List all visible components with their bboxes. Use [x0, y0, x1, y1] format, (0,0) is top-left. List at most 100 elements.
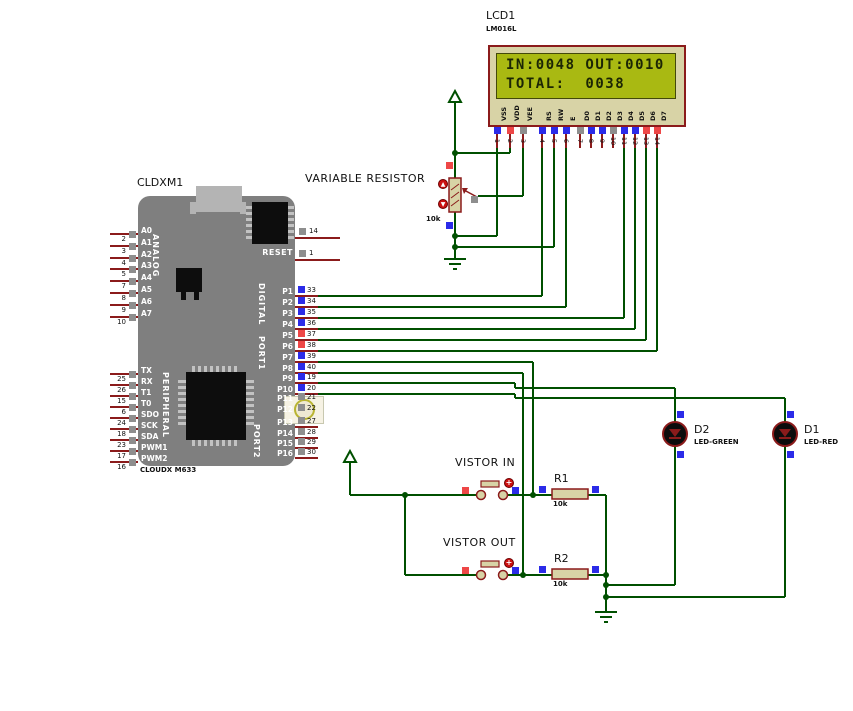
- lcd-pin-label: RS: [545, 111, 553, 121]
- mcu-pin-state: [298, 438, 305, 445]
- pot-increase-button[interactable]: ▲: [438, 179, 448, 189]
- led-green-ref: D2: [694, 423, 710, 436]
- button-out-left-state: [462, 567, 469, 574]
- lcd-pin-VSS-state: [494, 127, 501, 134]
- lcd-pin-D2-state: [599, 127, 606, 134]
- lcd-pin-E-state: [563, 127, 570, 134]
- mcu-pin-label-P15: P15: [277, 439, 293, 448]
- usb-connector: [196, 186, 242, 212]
- r2-left-state: [539, 566, 546, 573]
- button-in-label: VISTOR IN: [455, 456, 516, 469]
- mcu-pin-number: 38: [307, 341, 316, 349]
- button-out-actuator[interactable]: +: [504, 558, 514, 568]
- mcu-pin-state: [298, 341, 305, 348]
- push-button-terminal[interactable]: [497, 569, 509, 581]
- mcu-pin-label-A0: A0: [141, 226, 153, 235]
- lcd-pin-D4-state: [621, 127, 628, 134]
- mcu-pin-number: 6: [121, 408, 126, 416]
- mcu-pin-number: 18: [117, 430, 126, 438]
- mcu-board-name: CLOUDX M633: [140, 466, 197, 474]
- potentiometer-element: [450, 199, 460, 207]
- mcu-pin-state: [298, 384, 305, 391]
- junction-dot: [452, 150, 458, 156]
- junction-dot: [402, 492, 408, 498]
- mcu-pin-number: 24: [117, 419, 126, 427]
- mcu-pin-label-P10: P10: [277, 385, 293, 394]
- regulator-leg: [181, 292, 186, 300]
- junction-dot: [452, 233, 458, 239]
- mcu-pin-state: [298, 330, 305, 337]
- mcu-pin-label-SCK: SCK: [141, 421, 158, 430]
- regulator-chip: [176, 268, 202, 292]
- mcu-pin-state: [129, 382, 136, 389]
- mcu-pin-number: 27: [307, 417, 316, 425]
- junction-dot: [452, 244, 458, 250]
- mcu-pin-label-P3: P3: [282, 309, 293, 318]
- push-button-cap: [480, 480, 500, 488]
- mcu-ref-label: CLDXM1: [137, 176, 184, 189]
- mcu-pin-number: 37: [307, 330, 316, 338]
- lcd-pin-RS-state: [539, 127, 546, 134]
- button-in-left-state: [462, 487, 469, 494]
- mcu-pin-state: [299, 228, 306, 235]
- pot-decrease-button[interactable]: ▼: [438, 199, 448, 209]
- lcd-pin-number: 3: [519, 138, 527, 144]
- junction-dot: [530, 492, 536, 498]
- mcu-pin-label-P1: P1: [282, 287, 293, 296]
- mcu-pin-label-SDO: SDO: [141, 410, 160, 419]
- lcd-pin-D1-state: [588, 127, 595, 134]
- lcd-pin-label: D4: [627, 111, 635, 121]
- button-in-actuator[interactable]: +: [504, 478, 514, 488]
- power-terminal-icon: [342, 448, 358, 463]
- lcd-pin-label: D7: [660, 111, 668, 121]
- mcu-pin-number: 9: [121, 306, 126, 314]
- lcd-pin-number: 1: [493, 138, 501, 144]
- lcd-screen-line2: TOTAL: 0038: [506, 76, 626, 92]
- mcu-pin-number: 39: [307, 352, 316, 360]
- push-button-terminal[interactable]: [475, 489, 487, 501]
- mcu-pin-label-T1: T1: [141, 388, 152, 397]
- mcu-pin-number: 10: [117, 318, 126, 326]
- lcd-pin-D7-state: [654, 127, 661, 134]
- mcu-pin-number: 2: [121, 235, 126, 243]
- section-title-peripheral: PERIPHERAL: [161, 372, 170, 438]
- pot-wiper-state: [471, 196, 478, 203]
- mcu-pin-label-A3: A3: [141, 261, 153, 270]
- resistor-r1-value: 10k: [553, 500, 568, 508]
- serial-chip: [252, 202, 288, 244]
- mcu-pin-state: [129, 255, 136, 262]
- junction-dot: [603, 594, 609, 600]
- mcu-pin-number: 28: [307, 428, 316, 436]
- mcu-pin-number: 25: [117, 375, 126, 383]
- mcu-pin-number: 34: [307, 297, 316, 305]
- lcd-pin-number: 5: [550, 138, 558, 144]
- mcu-pin-state: [298, 417, 305, 424]
- mcu-pin-label-A4: A4: [141, 273, 153, 282]
- lcd-screen: IN:0048 OUT:0010 TOTAL: 0038: [496, 53, 676, 99]
- mcu-pin-label-P2: P2: [282, 298, 293, 307]
- mcu-pin-number: 3: [121, 247, 126, 255]
- push-button-terminal[interactable]: [475, 569, 487, 581]
- mcu-pin-label-PWM1: PWM1: [141, 443, 168, 452]
- qfp-leads: [192, 366, 240, 374]
- r1-right-state: [592, 486, 599, 493]
- mcu-pin-number: 33: [307, 286, 316, 294]
- mcu-pin-number: 30: [307, 448, 316, 456]
- mcu-pin-state: [129, 448, 136, 455]
- mcu-pin-state: [298, 373, 305, 380]
- mcu-pin-number: 29: [307, 438, 316, 446]
- mcu-pin-number: 23: [117, 441, 126, 449]
- r2-right-state: [592, 566, 599, 573]
- push-button-terminal[interactable]: [497, 489, 509, 501]
- pot-top-state: [446, 162, 453, 169]
- mcu-pin-label-P9: P9: [282, 374, 293, 383]
- mcu-pin-label-T0: T0: [141, 399, 152, 408]
- mcu-pin-state: [298, 352, 305, 359]
- usb-connector-flange: [240, 202, 246, 214]
- mcu-pin-label-A7: A7: [141, 309, 153, 318]
- lcd-pin-label: D5: [638, 111, 646, 121]
- serial-chip-leads: [288, 206, 294, 240]
- mcu-pin-number: 26: [117, 386, 126, 394]
- lcd-pin-label: RW: [557, 108, 565, 121]
